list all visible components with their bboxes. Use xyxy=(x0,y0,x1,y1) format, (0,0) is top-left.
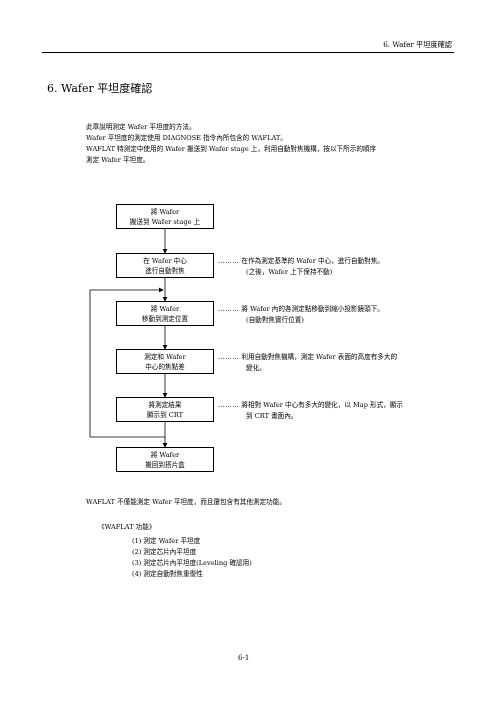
list-item: (2) 測定芯片內平坦度 xyxy=(132,548,197,556)
flow-box-measure: 測定和 Wafer 中心的焦點差 xyxy=(116,349,214,374)
intro-line-1: 此章說明測定 Wafer 平坦度的方法。 xyxy=(86,123,196,131)
note-autofocus: ……… 在作為測定基準的 Wafer 中心，進行自動對焦。 (之後，Wafer … xyxy=(218,257,384,276)
flow-box-move: 將 Wafer 移動到測定位置 xyxy=(116,301,214,326)
intro-line-2: Wafer 平坦度的測定使用 DIAGNOSE 指令內所包含的 WAFLAT。 xyxy=(86,134,287,142)
list-item: (4) 測定自動對焦重復性 xyxy=(132,570,203,578)
page-number: 6-1 xyxy=(238,654,250,662)
flow-box-return: 將 Wafer 搬回到搭片盒 xyxy=(116,447,214,472)
functions-heading: 《WAFLAT 功能》 xyxy=(98,523,156,531)
flow-box-autofocus: 在 Wafer 中心 進行自動對焦 xyxy=(116,253,214,278)
flow-box-transfer-in: 將 Wafer 搬送到 Wafer stage 上 xyxy=(116,204,214,229)
header-rule xyxy=(42,52,454,53)
list-item: (1) 測定 Wafer 平坦度 xyxy=(132,537,201,545)
loop-connector xyxy=(89,287,165,438)
note-display: ……… 將相對 Wafer 中心有多大的變化，以 Map 形式，顯示 到 CRT… xyxy=(218,401,403,420)
intro-line-4: 測定 Wafer 平坦度。 xyxy=(86,156,150,164)
functions-list: (1) 測定 Wafer 平坦度 (2) 測定芯片內平坦度 (3) 測定芯片內平… xyxy=(132,536,252,580)
section-title: 6. Wafer 平坦度確認 xyxy=(47,82,153,95)
note-move: ……… 將 Wafer 內的各測定點移動到縮小投影鏡頭下。 (自動對焦實行位置) xyxy=(218,305,384,324)
list-item: (3) 測定芯片內平坦度(Leveling 確認用) xyxy=(132,559,252,567)
intro-line-3: WAFLAT 特測定中使用的 Wafer 搬送到 Wafer stage 上，利… xyxy=(86,145,377,153)
flow-box-display: 將測定結果 顯示到 CRT xyxy=(116,397,214,422)
summary-paragraph: WAFLAT 不僅能測定 Wafer 平坦度，而且還包含有其他測定功能。 xyxy=(86,498,286,506)
note-measure: ……… 利用自動對焦機構，測定 Wafer 表面的高度有多大的 變化。 xyxy=(218,353,398,372)
running-header: 6. Wafer 平坦度確認 xyxy=(383,40,452,49)
